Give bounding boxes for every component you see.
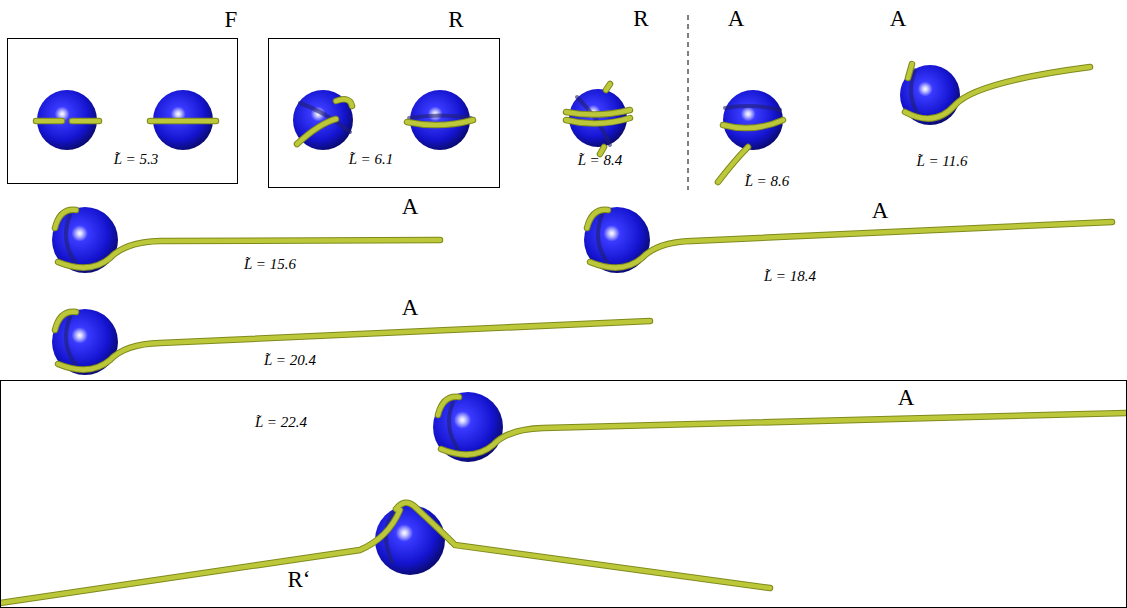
length-value: L̃ = 15.6 — [244, 256, 296, 273]
length-value: L̃ = 8.6 — [745, 173, 789, 190]
length-value: L̃ = 8.4 — [578, 152, 622, 169]
config-box: RL̃ = 6.1 — [268, 38, 500, 188]
sphere-f2 — [150, 90, 216, 150]
state-letter: A — [402, 194, 419, 219]
state-letter: R — [448, 7, 463, 32]
config-box: FL̃ = 5.3 — [7, 38, 238, 184]
state-letter: A — [872, 198, 889, 223]
state-letter: R‘ — [288, 567, 311, 592]
state-letter: A — [890, 6, 907, 31]
length-value: L̃ = 6.1 — [349, 151, 393, 168]
length-value: L̃ = 5.3 — [114, 151, 158, 168]
sphere-a3 — [52, 207, 440, 273]
state-letter: A — [402, 295, 419, 320]
config-box: L̃ = 22.4 A R‘ — [0, 380, 1127, 608]
sphere-f1 — [36, 90, 99, 150]
divider-line — [688, 15, 689, 190]
sphere-r1 — [293, 90, 353, 150]
sphere-a4 — [584, 207, 1112, 273]
length-value: L̃ = 22.4 — [255, 414, 307, 431]
length-value: L̃ = 18.4 — [764, 268, 816, 285]
sphere-a1 — [718, 90, 783, 182]
sphere-a6 — [433, 392, 1127, 462]
state-letter: R — [633, 6, 648, 31]
state-letter: A — [898, 385, 915, 410]
sphere-r2 — [407, 90, 473, 150]
sphere-a2 — [900, 64, 1090, 125]
state-letter: F — [225, 7, 238, 32]
sphere-a5 — [52, 309, 650, 375]
sphere-r3 — [566, 84, 630, 154]
sphere-r-prime — [0, 503, 770, 603]
length-value: L̃ = 20.4 — [264, 352, 316, 369]
state-letter: A — [728, 6, 745, 31]
length-value: L̃ = 11.6 — [917, 153, 968, 170]
